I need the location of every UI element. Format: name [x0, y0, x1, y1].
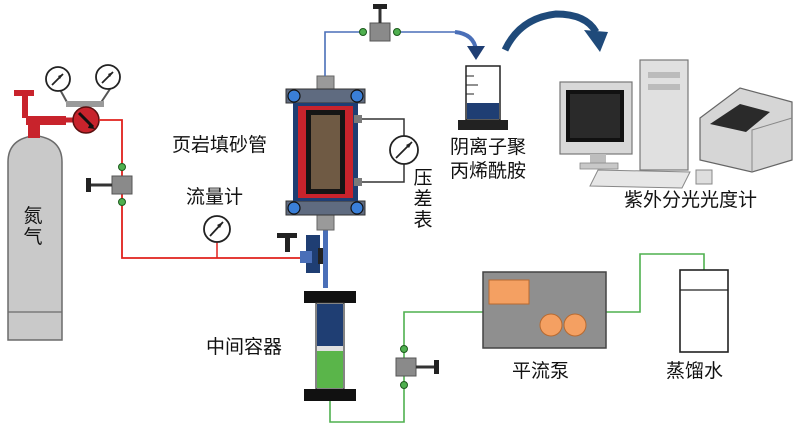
outlet-line	[324, 31, 455, 76]
constant-flow-pump-label: 平流泵	[512, 360, 570, 382]
polymer-label-line1: 阴离子聚	[450, 136, 527, 158]
sand-pack-tube-label: 页岩填砂管	[172, 134, 268, 156]
intermediate-container-label: 中间容器	[206, 336, 283, 358]
flow-meter	[203, 215, 231, 258]
outlet-valve	[359, 4, 401, 42]
spectrophotometer	[699, 87, 793, 173]
computer	[559, 59, 713, 189]
gas-valve	[86, 163, 133, 206]
collection-beaker	[458, 65, 508, 130]
nitrogen-cylinder-label: 氮气	[23, 205, 43, 248]
distilled-water-label: 蒸馏水	[666, 360, 724, 382]
cylinder-gauge-right	[95, 64, 121, 90]
cylinder-gauge-left	[45, 66, 71, 92]
differential-pressure-gauge	[362, 118, 419, 183]
pressure-regulator	[57, 85, 113, 134]
constant-flow-pump	[482, 271, 607, 349]
sand-pack-tube	[285, 75, 366, 288]
distilled-water-tank	[679, 269, 729, 353]
polymer-label-line2: 丙烯酰胺	[450, 160, 527, 182]
transfer-arrow	[501, 10, 608, 52]
differential-pressure-gauge-label: 压差表	[413, 167, 433, 231]
spectrophotometer-label: 紫外分光光度计	[624, 189, 758, 211]
nitrogen-cylinder	[7, 90, 66, 341]
inlet-three-way-valve	[277, 233, 327, 273]
intermediate-container	[304, 291, 356, 401]
liquid-valve	[395, 345, 439, 389]
flow-meter-label: 流量计	[186, 186, 244, 208]
outlet-arrow	[454, 30, 485, 60]
